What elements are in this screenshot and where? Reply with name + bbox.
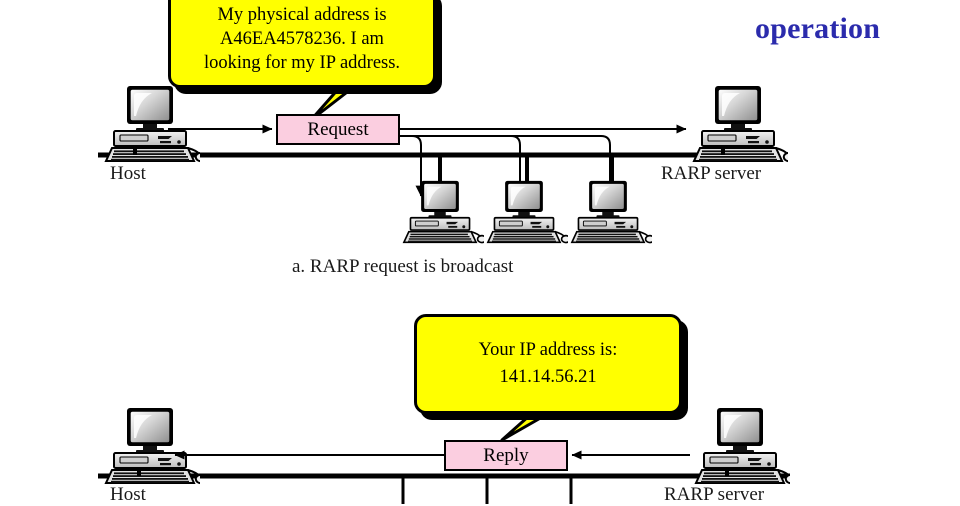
rarp-server-label-bottom: RARP server: [664, 484, 765, 505]
rarp-server-computer-top: [693, 85, 788, 163]
callout-request-message: My physical address is A46EA4578236. I a…: [168, 0, 436, 88]
broadcast-client-2: [487, 155, 568, 244]
host-computer-bottom: [105, 407, 200, 485]
broadcast-branches: [400, 135, 616, 197]
bottom-bus-taps: [401, 476, 573, 504]
callout-reply-line-1: Your IP address is:: [478, 340, 618, 360]
callout-request-line-2: A46EA4578236. I am: [220, 29, 384, 49]
panel-a-topology: [98, 85, 788, 244]
broadcast-client-3: [571, 155, 652, 244]
panel-a-caption: a. RARP request is broadcast: [292, 256, 514, 277]
host-computer-top: [105, 85, 200, 163]
request-message-box: Request: [276, 114, 400, 145]
callout-request-line-1: My physical address is: [217, 5, 387, 25]
host-label-bottom: Host: [110, 484, 146, 505]
broadcast-client-1: [403, 155, 484, 244]
rarp-server-computer-bottom: [695, 407, 790, 485]
callout-reply-line-2: 141.14.56.21: [499, 367, 597, 387]
callout-request-line-3: looking for my IP address.: [203, 53, 401, 73]
host-label-top: Host: [110, 163, 146, 184]
callout-reply-message: Your IP address is: 141.14.56.21: [414, 314, 682, 414]
reply-message-box: Reply: [444, 440, 568, 471]
panel-b-topology: [98, 407, 790, 504]
page-title: operation: [755, 12, 881, 45]
rarp-server-label-top: RARP server: [661, 163, 762, 184]
